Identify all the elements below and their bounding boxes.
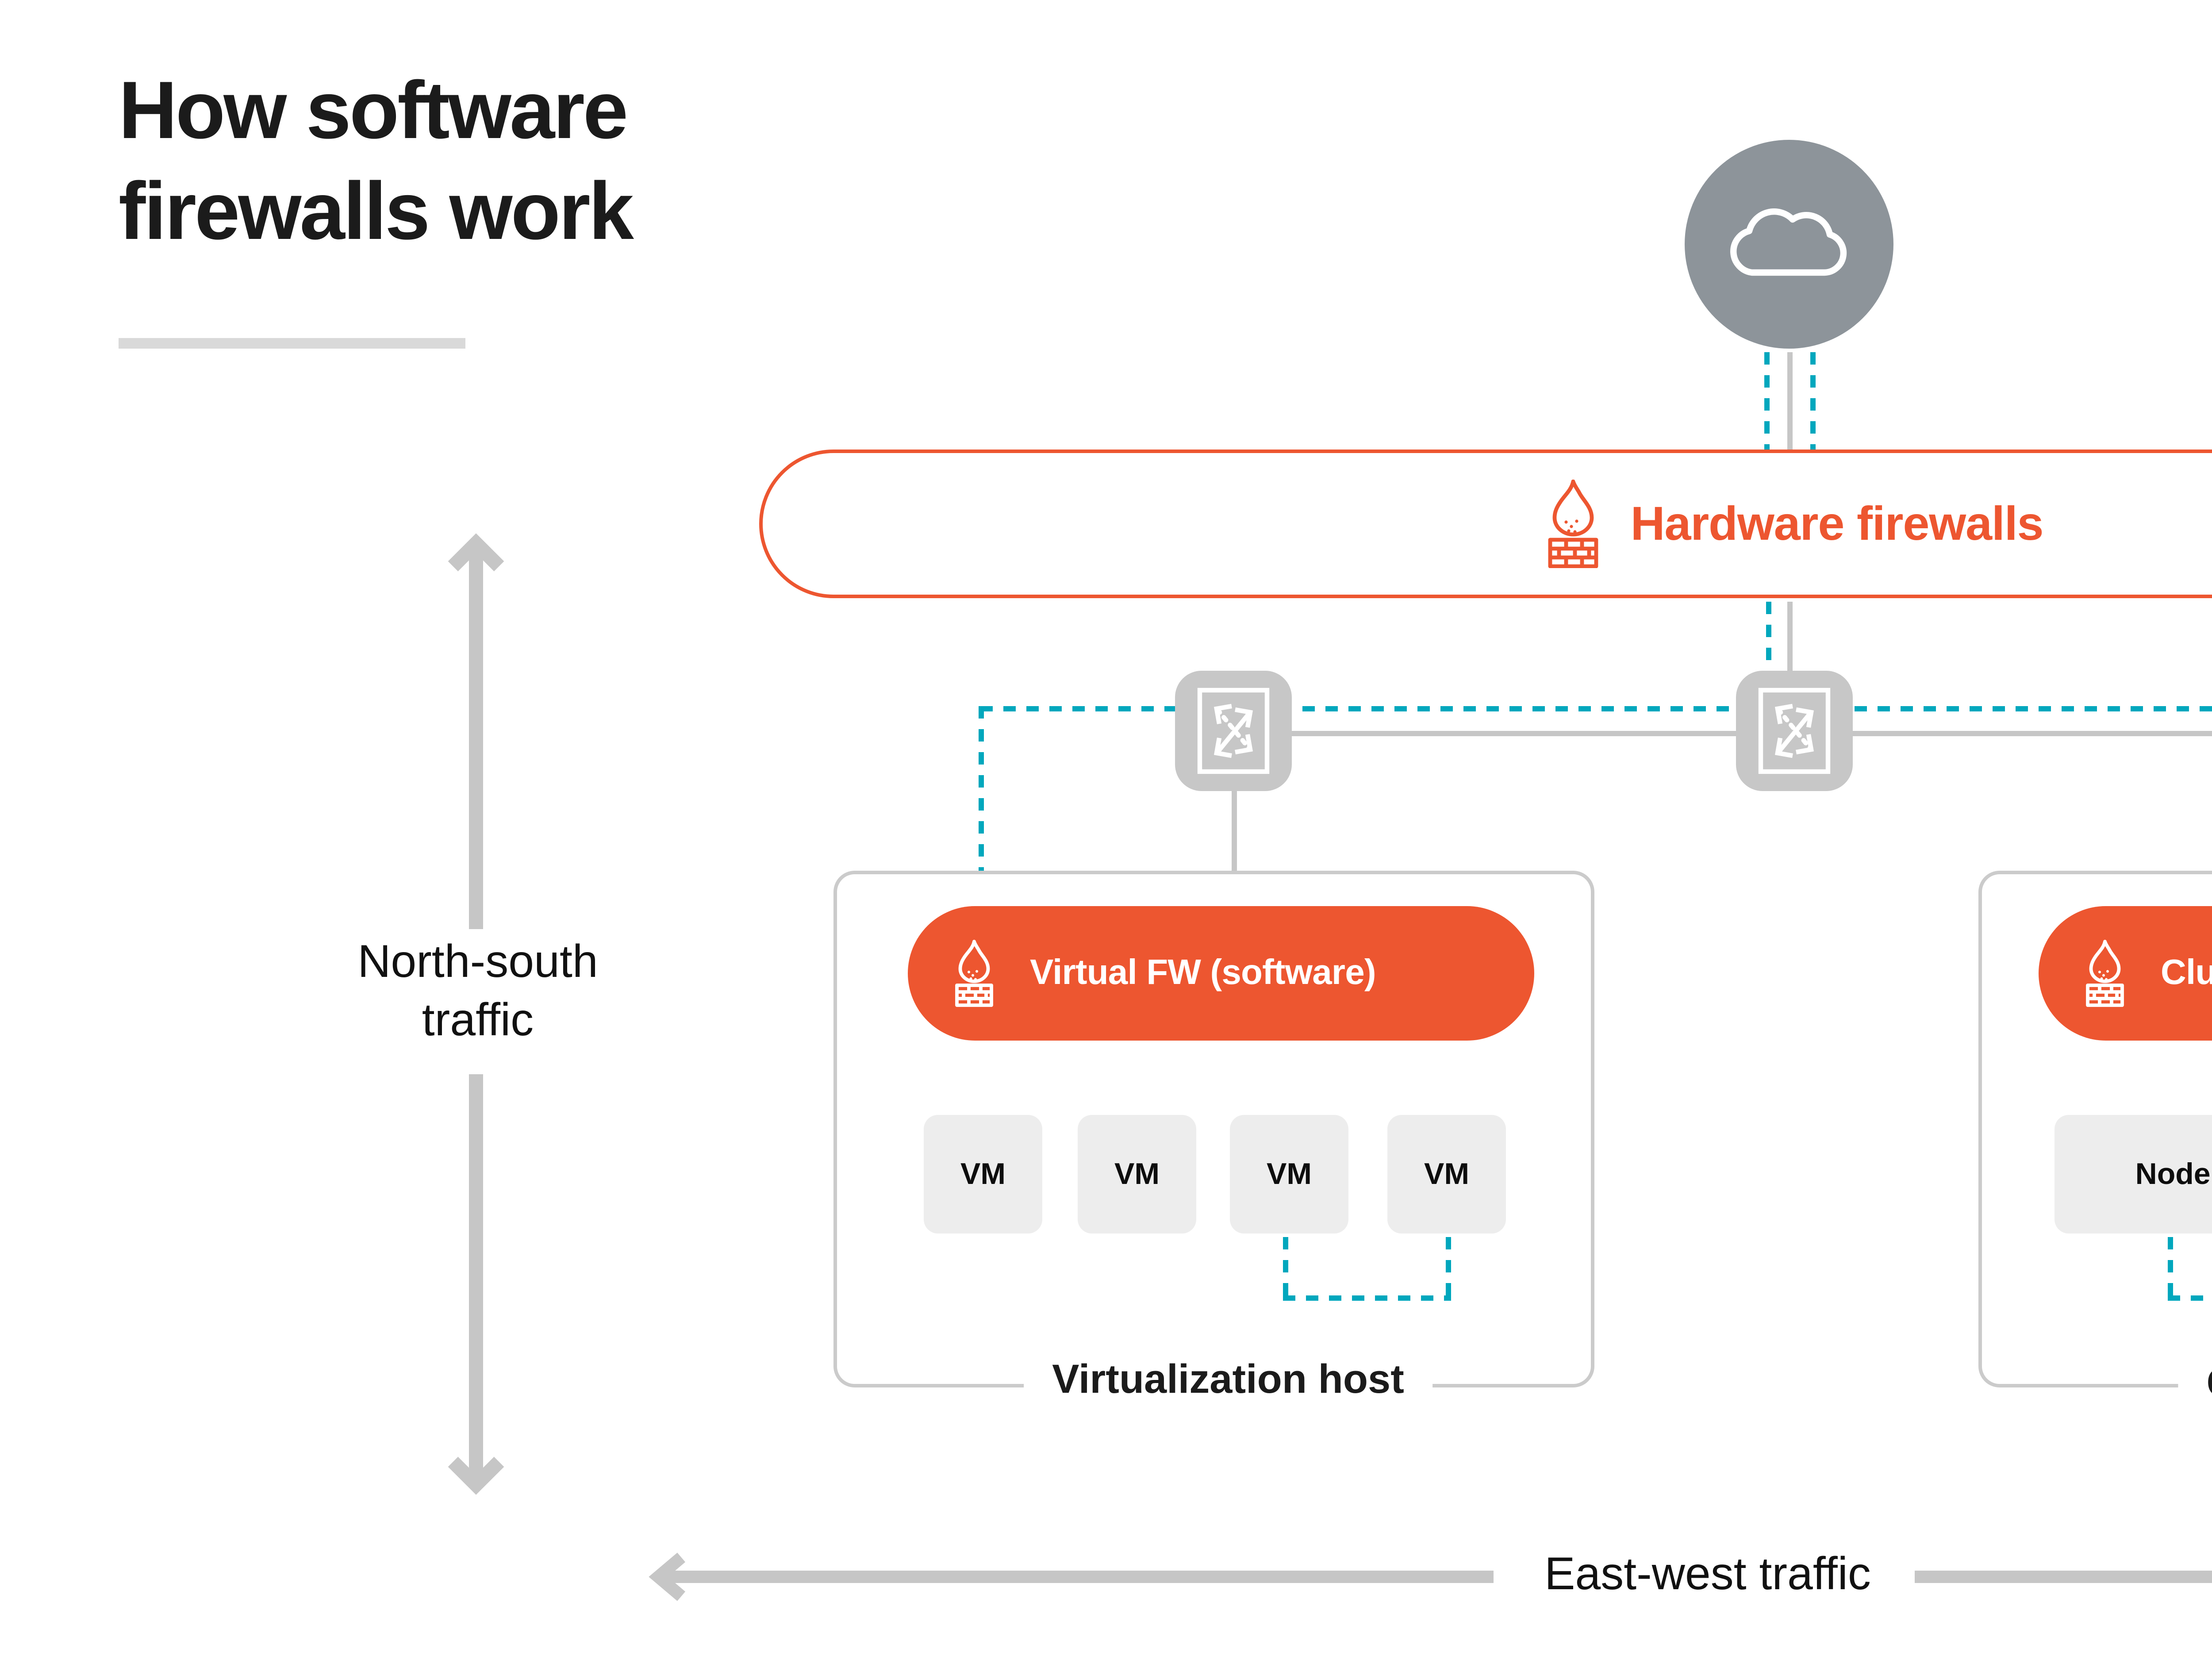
container-host-label: Container host [2178,1359,2212,1407]
switch-interconnect-line [1233,731,2212,736]
secured-link-cloud-right [1810,352,1816,450]
vm-box-4: VM [1387,1115,1506,1233]
secured-loop-node1 [2167,1237,2172,1297]
flame-brick-firewall-icon [955,940,993,1007]
switch-left [1175,671,1292,791]
secured-link-bar-switch [1766,602,1771,672]
north-south-line1: North-south [357,934,598,988]
east-west-arrow-icon [649,1552,2212,1601]
secured-loop-vm4 [1445,1237,1450,1297]
node-box-1: Node 1 [2055,1115,2212,1233]
hardware-firewalls-label: Hardware firewalls [1630,496,2044,549]
link-bar-switch [1787,602,1793,672]
secured-loop-vm3 [1282,1237,1287,1297]
switch-core [1736,671,1853,791]
crossed-arrows-switch-icon [1758,688,1831,774]
page-title-line1: How software [119,64,628,156]
cloud-icon [1730,208,1847,276]
link-switch-virtualization-host [1231,791,1236,871]
secured-east-west-bus [980,706,2212,711]
virtual-fw-label: Virtual FW (software) [1030,953,1376,992]
page-title-line2: firewalls work [119,165,634,257]
title-underline [119,338,465,349]
crossed-arrows-switch-icon [1197,688,1270,774]
internet-cloud [1685,140,1893,349]
vm-box-1: VM [924,1115,1042,1233]
page-title: How software firewalls work [119,60,879,262]
link-cloud-center [1787,352,1793,450]
secured-loop-node-bottom [2167,1295,2212,1301]
secured-drop-left [978,706,983,906]
cluster-fw-pill: Cluster FW (software) [2039,906,2212,1041]
east-west-traffic-label: East-west traffic [1544,1547,1871,1600]
virtualization-host-label: Virtualization host [1024,1356,1432,1403]
secured-link-cloud-left [1764,352,1770,450]
cluster-fw-label: Cluster FW (software) [2161,953,2212,992]
north-south-line2: traffic [422,993,534,1046]
flame-brick-firewall-icon [2086,940,2124,1007]
virtual-fw-pill: Virtual FW (software) [908,906,1534,1041]
hardware-firewalls-bar: Hardware firewalls [759,450,2212,598]
north-south-traffic-label: North-south traffic [265,933,690,1049]
vm-box-2: VM [1078,1115,1196,1233]
north-south-arrow-icon [448,533,504,1495]
secured-loop-vm-bottom [1282,1295,1450,1301]
vm-box-3: VM [1230,1115,1348,1233]
flame-brick-firewall-icon [1549,480,1599,568]
